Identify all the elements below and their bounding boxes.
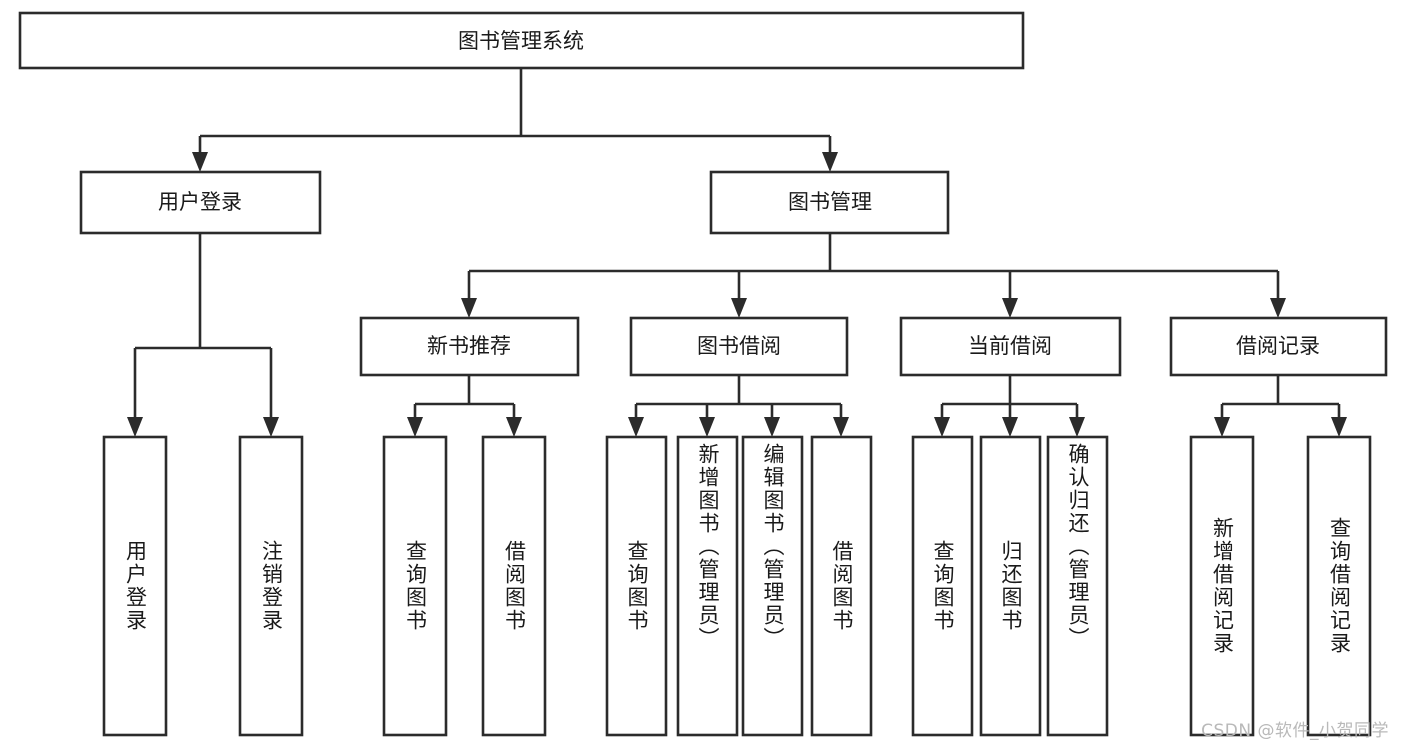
node-label-root: 图书管理系统 (458, 29, 584, 53)
arrow-head-icon (1331, 417, 1347, 437)
arrow-head-icon (1069, 417, 1085, 437)
arrow-head-icon (461, 298, 477, 318)
node-label-borrow-record: 借阅记录 (1236, 334, 1320, 358)
leaf-box-confirm-return-admin[interactable] (1046, 435, 1109, 737)
leaf-box-borrow-book[interactable] (810, 435, 873, 737)
leaf-box-borrow-book-recommend[interactable] (481, 435, 547, 737)
arrow-head-icon (764, 417, 780, 437)
arrow-head-icon (833, 417, 849, 437)
arrow-head-icon (1002, 417, 1018, 437)
node-book-management[interactable]: 图书管理 (709, 170, 950, 235)
node-current-borrow[interactable]: 当前借阅 (899, 316, 1122, 377)
node-user-login[interactable]: 用户登录 (79, 170, 322, 235)
leaf-box-edit-book-admin[interactable] (741, 435, 804, 737)
node-box-root[interactable] (18, 11, 1025, 70)
leaf-box-query-book-borrow[interactable] (605, 435, 668, 737)
arrow-head-icon (127, 417, 143, 437)
node-box-current-borrow[interactable] (899, 316, 1122, 377)
node-new-book-recommend[interactable]: 新书推荐 (359, 316, 580, 377)
arrow-head-icon (628, 417, 644, 437)
node-label-user-login: 用户登录 (158, 190, 242, 214)
connector-current-borrow-to-leaves (934, 375, 1085, 437)
arrow-head-icon (1214, 417, 1230, 437)
leaf-box-user-login[interactable] (102, 435, 168, 737)
arrow-head-icon (822, 152, 838, 172)
arrow-head-icon (192, 152, 208, 172)
watermark: CSDN @软件_小贺同学 (1201, 721, 1389, 741)
leaf-box-query-borrow-record[interactable] (1306, 435, 1372, 737)
connector-user-login-to-leaves (127, 233, 279, 437)
arrow-head-icon (934, 417, 950, 437)
node-root-system[interactable]: 图书管理系统 (18, 11, 1025, 70)
node-label-new-book-recommend: 新书推荐 (427, 334, 511, 358)
leaf-box-logout[interactable] (238, 435, 304, 737)
node-box-new-book-recommend[interactable] (359, 316, 580, 377)
leaf-box-add-borrow-record[interactable] (1189, 435, 1255, 737)
node-label-book-borrow: 图书借阅 (697, 334, 781, 358)
leaf-box-return-book[interactable] (979, 435, 1042, 737)
leaf-box-add-book-admin[interactable] (676, 435, 739, 737)
connector-book-management-to-level3 (461, 233, 1286, 318)
arrow-head-icon (263, 417, 279, 437)
node-book-borrow[interactable]: 图书借阅 (629, 316, 849, 377)
arrow-head-icon (1270, 298, 1286, 318)
node-borrow-record[interactable]: 借阅记录 (1169, 316, 1388, 377)
node-label-book-management: 图书管理 (788, 190, 872, 214)
arrow-head-icon (731, 298, 747, 318)
arrow-head-icon (1002, 298, 1018, 318)
connector-borrow-record-to-leaves (1214, 375, 1347, 437)
connector-book-borrow-to-leaves (628, 375, 849, 437)
arrow-head-icon (699, 417, 715, 437)
arrow-head-icon (407, 417, 423, 437)
leaf-box-query-book-recommend[interactable] (382, 435, 448, 737)
node-box-user-login[interactable] (79, 170, 322, 235)
node-label-current-borrow: 当前借阅 (968, 334, 1052, 358)
connector-new-book-recommend-to-leaves (407, 375, 522, 437)
arrow-head-icon (506, 417, 522, 437)
leaf-box-query-book-current[interactable] (911, 435, 974, 737)
connector-root-to-level2 (192, 68, 838, 172)
